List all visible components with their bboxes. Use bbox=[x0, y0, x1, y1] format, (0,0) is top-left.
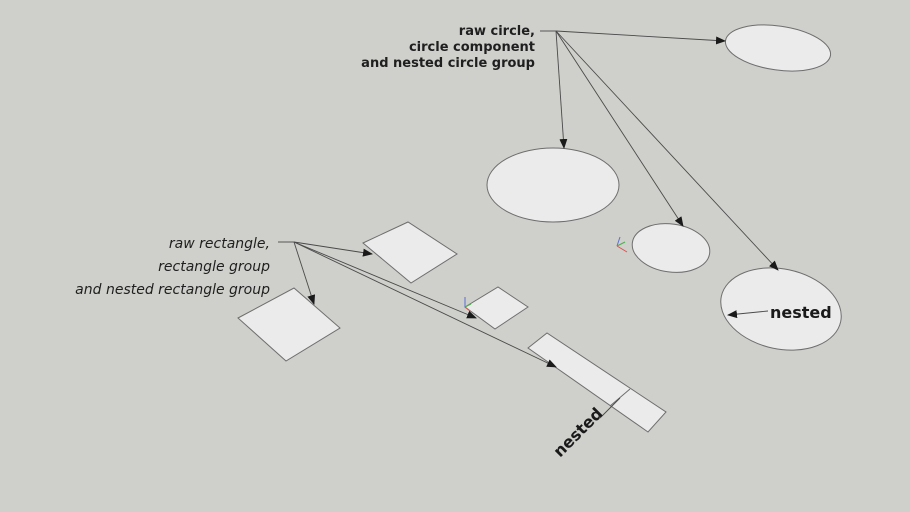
nested-rectangle-label: nested bbox=[549, 404, 606, 461]
rect-label-line1: raw rectangle, bbox=[169, 236, 270, 252]
nested-circle-leader bbox=[727, 310, 769, 319]
rect-label-line2: rectangle group bbox=[158, 259, 270, 275]
nested-circle-group[interactable] bbox=[713, 257, 849, 361]
circle-callout-label: raw circle, circle component and nested … bbox=[361, 24, 535, 71]
axes-gizmo-rectangle-group bbox=[464, 297, 472, 312]
circle-label-line1: raw circle, bbox=[459, 24, 535, 39]
nested-circle-label: nested bbox=[770, 303, 832, 322]
rectangle-component[interactable] bbox=[464, 286, 529, 330]
nested-rectangle-divider bbox=[609, 388, 631, 407]
circle-component[interactable] bbox=[629, 219, 713, 277]
circle-label-line3: and nested circle group bbox=[361, 56, 535, 71]
rectangle-callout-label: raw rectangle, rectangle group and neste… bbox=[75, 236, 270, 298]
rectangle-group[interactable] bbox=[362, 221, 458, 284]
axes-gizmo-circle-component bbox=[616, 236, 628, 253]
rect-label-line3: and nested rectangle group bbox=[75, 282, 270, 298]
circle-large-center[interactable] bbox=[486, 147, 620, 223]
raw-rectangle[interactable] bbox=[237, 287, 341, 362]
nested-rect-leader bbox=[599, 397, 621, 419]
circle-leaders bbox=[540, 30, 779, 271]
circle-label-line2: circle component bbox=[409, 40, 535, 55]
circle-top-right[interactable] bbox=[722, 19, 833, 77]
nested-rectangle-group[interactable] bbox=[527, 332, 667, 433]
rectangle-leaders bbox=[278, 241, 557, 368]
